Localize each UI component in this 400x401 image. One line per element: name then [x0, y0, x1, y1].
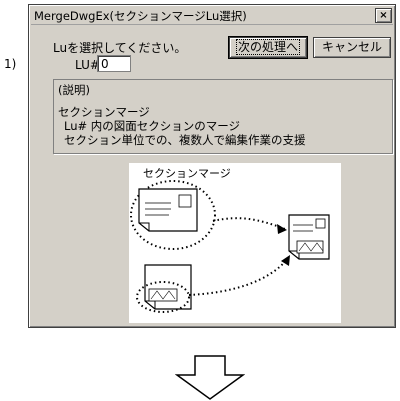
selection-ellipse-bottom	[136, 281, 190, 313]
dialog-title: MergeDwgEx(セクションマージLu選択)	[34, 9, 247, 23]
diagram-label: セクションマージ	[143, 167, 231, 180]
merge-arrow-bottom	[188, 256, 290, 296]
section-merge-illustration: セクションマージ	[130, 167, 330, 313]
next-step-down-arrow-icon	[175, 355, 245, 400]
cancel-button[interactable]: キャンセル	[313, 37, 391, 58]
description-box: (説明) セクションマージ Lu# 内の図面セクションのマージ セクション単位で…	[53, 79, 393, 154]
selection-ellipse-top	[130, 180, 216, 250]
close-button[interactable]: ×	[375, 8, 392, 23]
merged-document-icon	[288, 214, 330, 260]
arrow-head-top-icon	[277, 224, 287, 234]
next-step-label: 次の処理へ	[235, 39, 300, 55]
select-prompt: Luを選択してください。	[53, 41, 187, 55]
description-line-1: セクションマージ	[58, 105, 150, 119]
arrow-head-bottom-icon	[281, 255, 290, 266]
title-bar: MergeDwgEx(セクションマージLu選択) ×	[31, 7, 393, 25]
merge-dialog: MergeDwgEx(セクションマージLu選択) × Luを選択してください。 …	[28, 4, 396, 328]
description-line-3: セクション単位での、複数人で編集作業の支援	[64, 133, 306, 147]
drawing-document-top-icon	[138, 188, 198, 232]
next-step-button[interactable]: 次の処理へ	[228, 36, 308, 59]
section-merge-diagram: セクションマージ	[129, 163, 341, 323]
lu-number-input[interactable]: 0	[97, 55, 131, 72]
lu-label: LU#	[75, 58, 100, 72]
description-heading: (説明)	[58, 83, 90, 97]
step-number: 1)	[4, 57, 17, 71]
description-line-2: Lu# 内の図面セクションのマージ	[64, 119, 241, 133]
merge-arrow-top	[212, 217, 286, 230]
drawing-document-bottom-icon	[144, 264, 192, 310]
